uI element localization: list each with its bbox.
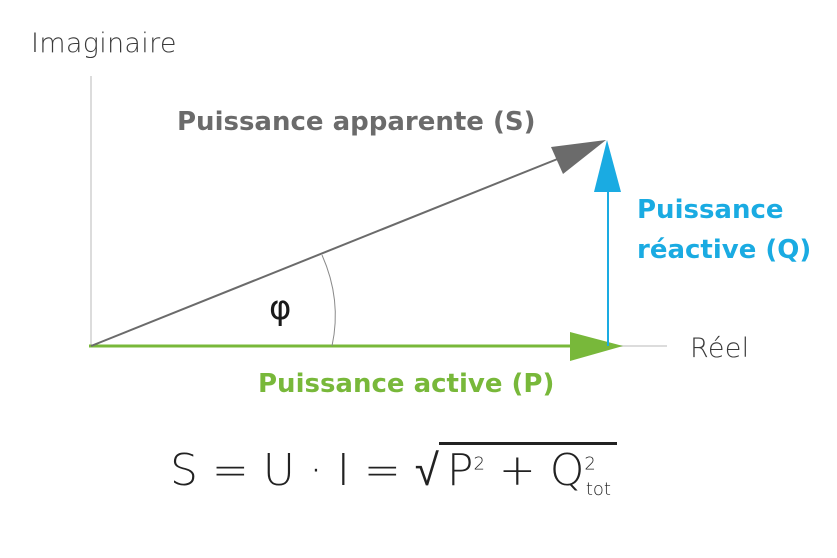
angle-arc [321, 254, 336, 347]
reactive-power-label-line1: Puissance [637, 195, 784, 225]
apparent-power-label: Puissance apparente (S) [177, 107, 536, 137]
active-power-label: Puissance active (P) [258, 369, 555, 399]
formula-q: Q [549, 445, 585, 496]
reactive-power-arrowhead [594, 140, 621, 192]
formula-plus: + [484, 445, 550, 496]
active-power-arrowhead [570, 332, 623, 361]
reactive-power-label: Puissance réactive (Q) [637, 190, 811, 270]
formula-p: P [446, 445, 474, 496]
apparent-power-arrowhead [551, 140, 606, 174]
apparent-power-formula: S = U · I = √P2 + Q2tot [170, 442, 617, 500]
apparent-power-vector [90, 155, 566, 347]
radicand: P2 + Q2tot [438, 442, 617, 500]
formula-q-exponent: 2 [584, 453, 596, 475]
sqrt-symbol: √ [414, 445, 439, 496]
formula-lhs: S = U · I = [170, 445, 415, 496]
reactive-power-label-line2: réactive (Q) [637, 235, 812, 265]
real-axis-label: Réel [690, 333, 750, 364]
formula-q-subscript: tot [585, 478, 611, 500]
formula-p-exponent: 2 [473, 453, 485, 475]
phi-angle-symbol: φ [269, 288, 292, 328]
imaginary-axis-label: Imaginaire [31, 28, 177, 59]
